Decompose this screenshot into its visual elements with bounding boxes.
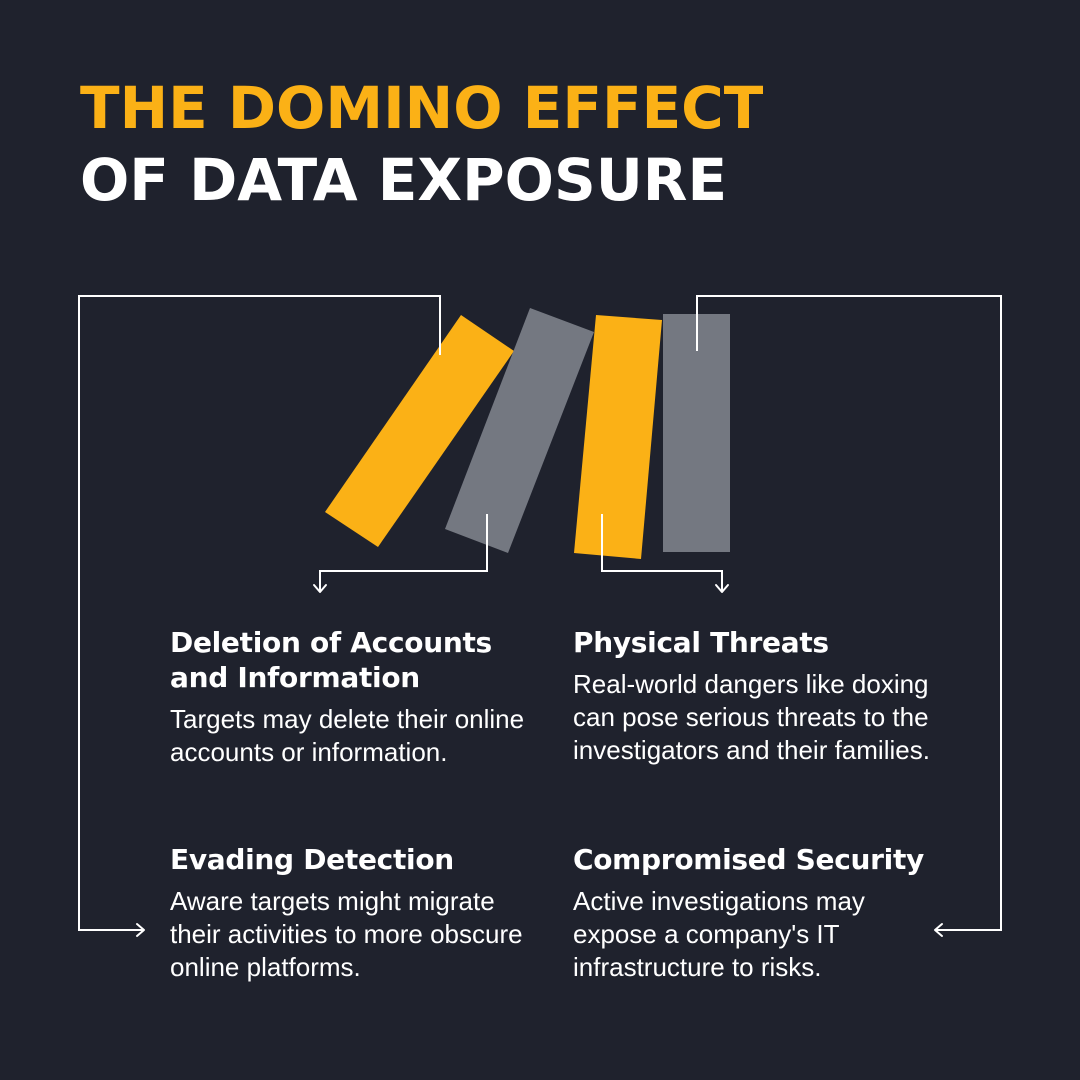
connector-lines [78,295,1002,931]
card-deletion: Deletion of Accounts and Information Tar… [170,625,530,769]
arrow-down-icon [715,584,729,593]
card-deletion-heading: Deletion of Accounts and Information [170,626,492,694]
title-line-accent: THE DOMINO EFFECT [80,74,764,142]
page-title: THE DOMINO EFFECT OF DATA EXPOSURE [80,72,763,216]
connector-deletion [319,514,488,591]
connector-physical [601,514,723,591]
card-security-body: Active investigations may expose a compa… [573,886,865,982]
card-physical-body: Real-world dangers like doxing can pose … [573,669,930,765]
card-security-heading: Compromised Security [573,843,925,876]
card-physical-threats: Physical Threats Real-world dangers like… [573,625,953,767]
card-evading-body: Aware targets might migrate their activi… [170,886,523,982]
arrow-down-icon [313,584,327,593]
card-physical-heading: Physical Threats [573,626,829,659]
card-evading-detection: Evading Detection Aware targets might mi… [170,842,540,984]
domino-4-icon [663,314,730,552]
domino-3-icon [574,315,662,559]
card-deletion-body: Targets may delete their online accounts… [170,704,525,767]
arrow-right-icon [136,923,145,937]
card-compromised-security: Compromised Security Active investigatio… [573,842,953,984]
connector-security [696,295,1002,931]
domino-2-icon [445,308,594,553]
connector-evading [78,295,441,931]
card-evading-heading: Evading Detection [170,843,454,876]
domino-1-icon [325,315,514,547]
title-line-main: OF DATA EXPOSURE [80,146,728,214]
arrow-left-icon [934,923,943,937]
